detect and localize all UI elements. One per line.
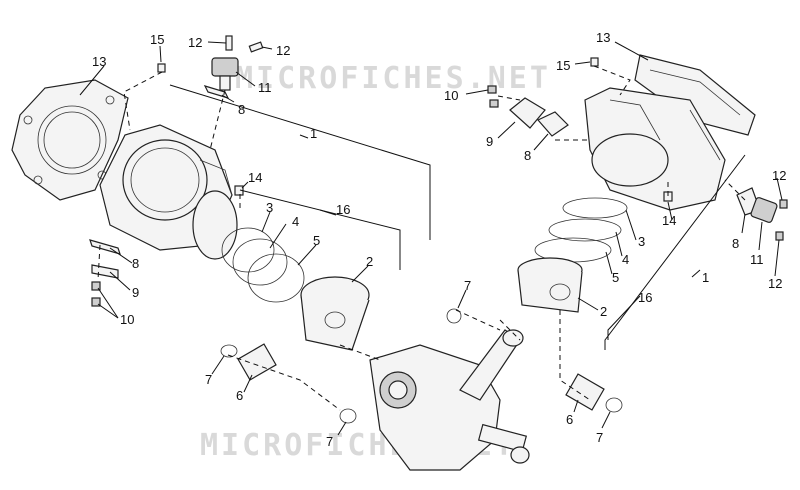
bolt-right-b: [489, 99, 499, 108]
callout-4-left: 4: [292, 214, 299, 229]
callout-1-right: 1: [702, 270, 709, 285]
bolt-right-a: [487, 85, 497, 94]
bolt-right-12b: [775, 231, 784, 241]
callout-5-right: 5: [612, 270, 619, 285]
chain-tensioner-left: [211, 35, 264, 91]
crankshaft: [369, 329, 530, 471]
callout-9-left: 9: [132, 285, 139, 300]
callout-8-left-top: 8: [238, 102, 245, 117]
callout-2-left: 2: [366, 254, 373, 269]
chain-tensioner-right: [750, 197, 778, 223]
piston-rings-right: [534, 197, 628, 263]
callout-12-right-b: 12: [768, 276, 782, 291]
leader-lines: [79, 41, 783, 436]
dowel-pin-left: [157, 63, 166, 73]
callout-7-left-a: 7: [205, 372, 212, 387]
callout-7-right-b: 7: [596, 430, 603, 445]
circlip-right-a: [446, 308, 462, 324]
callout-16-right: 16: [638, 290, 652, 305]
callout-12-left-b: 12: [276, 43, 290, 58]
piston-left: [300, 276, 370, 351]
callout-16-left: 16: [336, 202, 350, 217]
callout-4-right: 4: [622, 252, 629, 267]
bolt-left-b: [91, 297, 101, 307]
callout-14-right: 14: [662, 213, 676, 228]
callout-8-right: 8: [524, 148, 531, 163]
cover-left-bottom: [91, 264, 119, 279]
callout-11-left: 11: [258, 80, 272, 95]
cylinder-left: [99, 124, 238, 260]
callout-12-right-a: 12: [772, 168, 786, 183]
callout-14-left: 14: [248, 170, 262, 185]
callout-1-left: 1: [310, 126, 317, 141]
callout-5-left: 5: [313, 233, 320, 248]
bolt-left-a: [91, 281, 101, 291]
callout-9-right: 9: [486, 134, 493, 149]
callout-7-right-a: 7: [464, 278, 471, 293]
callout-10-right: 10: [444, 88, 458, 103]
callout-11-right: 11: [750, 252, 764, 267]
piston-rings-left: [221, 227, 305, 303]
bolt-right-12a: [779, 199, 788, 209]
callout-8-left-bottom: 8: [132, 256, 139, 271]
cylinder-right: [584, 87, 726, 211]
circlip-left-b: [339, 408, 357, 424]
piston-pin-right: [565, 373, 605, 411]
gasket-right: [537, 111, 569, 137]
callout-3-left: 3: [266, 200, 273, 215]
callout-3-right: 3: [638, 234, 645, 249]
circlip-left-a: [220, 344, 238, 358]
assembly-dashed-lines: [97, 65, 746, 411]
callout-15-right: 15: [556, 58, 570, 73]
callout-6-right: 6: [566, 412, 573, 427]
cover-right: [509, 97, 546, 129]
callout-labels: 15 12 12 13 11 8 1 14 3 4 16 5 2 8 9 10 …: [92, 30, 786, 449]
watermark-top: MICROFICHES.NET: [235, 61, 551, 96]
piston-right: [517, 257, 583, 313]
circlip-right-b: [605, 397, 623, 413]
callout-7-left-b: 7: [326, 434, 333, 449]
callout-8-right-side: 8: [732, 236, 739, 251]
callout-10-left: 10: [120, 312, 134, 327]
head-gasket-left: [11, 79, 129, 201]
callout-2-right: 2: [600, 304, 607, 319]
gasket-left-bottom: [89, 239, 121, 255]
piston-pin-left: [237, 343, 277, 381]
callout-12-left-a: 12: [188, 35, 202, 50]
callout-15-left: 15: [150, 32, 164, 47]
dowel-pin-right: [590, 57, 599, 67]
head-gasket-right: [634, 54, 756, 136]
callout-13-right: 13: [596, 30, 610, 45]
callout-13-left: 13: [92, 54, 106, 69]
callout-6-left: 6: [236, 388, 243, 403]
